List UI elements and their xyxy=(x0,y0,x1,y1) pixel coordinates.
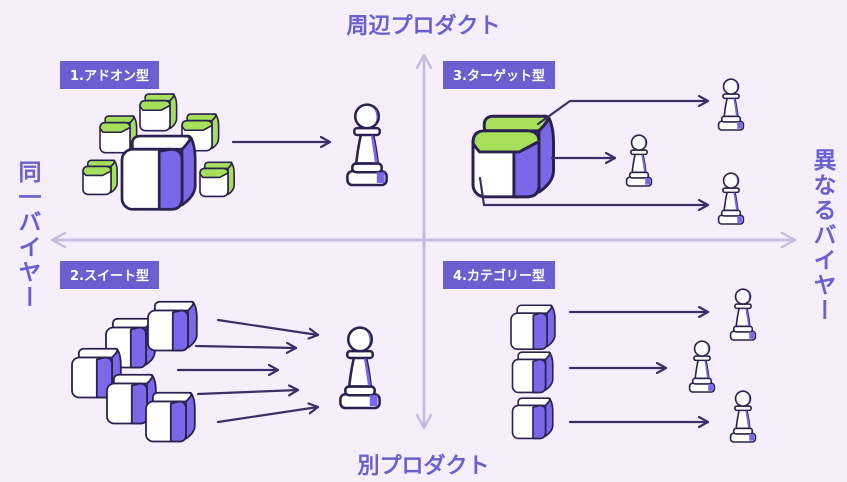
arrow xyxy=(196,390,300,394)
chess-pawn-icon xyxy=(717,78,745,131)
chess-pawn-icon xyxy=(346,103,388,187)
cube-icon xyxy=(120,134,197,211)
quadrant-label-category: 4.カテゴリー型 xyxy=(443,261,555,289)
quadrant-label-suite: 2.スイート型 xyxy=(60,261,159,289)
quadrant-category xyxy=(510,288,757,443)
cube-icon xyxy=(99,115,138,154)
chess-pawn-icon xyxy=(729,390,757,443)
quadrant-label-target: 3.ターゲット型 xyxy=(443,61,555,89)
chess-pawn-icon xyxy=(688,340,716,393)
chess-pawn-icon xyxy=(339,326,381,410)
axis-label-top: 周辺プロダクト xyxy=(346,14,501,39)
quadrant-suite xyxy=(71,300,381,443)
cube-icon xyxy=(147,300,198,352)
cube-icon xyxy=(139,93,178,132)
arrow xyxy=(194,346,298,348)
cube-icon xyxy=(82,159,118,196)
chess-pawn-icon xyxy=(717,172,745,225)
quadrant-label-addon: 1.アドオン型 xyxy=(60,61,159,89)
cube-icon xyxy=(511,397,554,440)
arrow xyxy=(216,318,320,335)
axis-label-right: 異なるバイヤー xyxy=(809,148,835,323)
quadrant-addon xyxy=(82,93,388,211)
cube-icon xyxy=(145,391,196,443)
cube-icon xyxy=(511,351,554,394)
arrow xyxy=(536,101,710,126)
axis-label-left: 同一バイヤー xyxy=(14,160,40,310)
cube-icon xyxy=(199,161,235,198)
cube-icon xyxy=(510,304,556,350)
cube-icon xyxy=(471,114,556,199)
chess-pawn-icon xyxy=(729,288,757,341)
quadrant-target xyxy=(471,78,745,225)
axis-label-bottom: 別プロダクト xyxy=(357,454,490,479)
cube-icon xyxy=(106,373,157,425)
cube-icon xyxy=(105,317,156,369)
arrow xyxy=(478,176,710,205)
arrow xyxy=(216,407,320,424)
chess-pawn-icon xyxy=(625,134,653,187)
